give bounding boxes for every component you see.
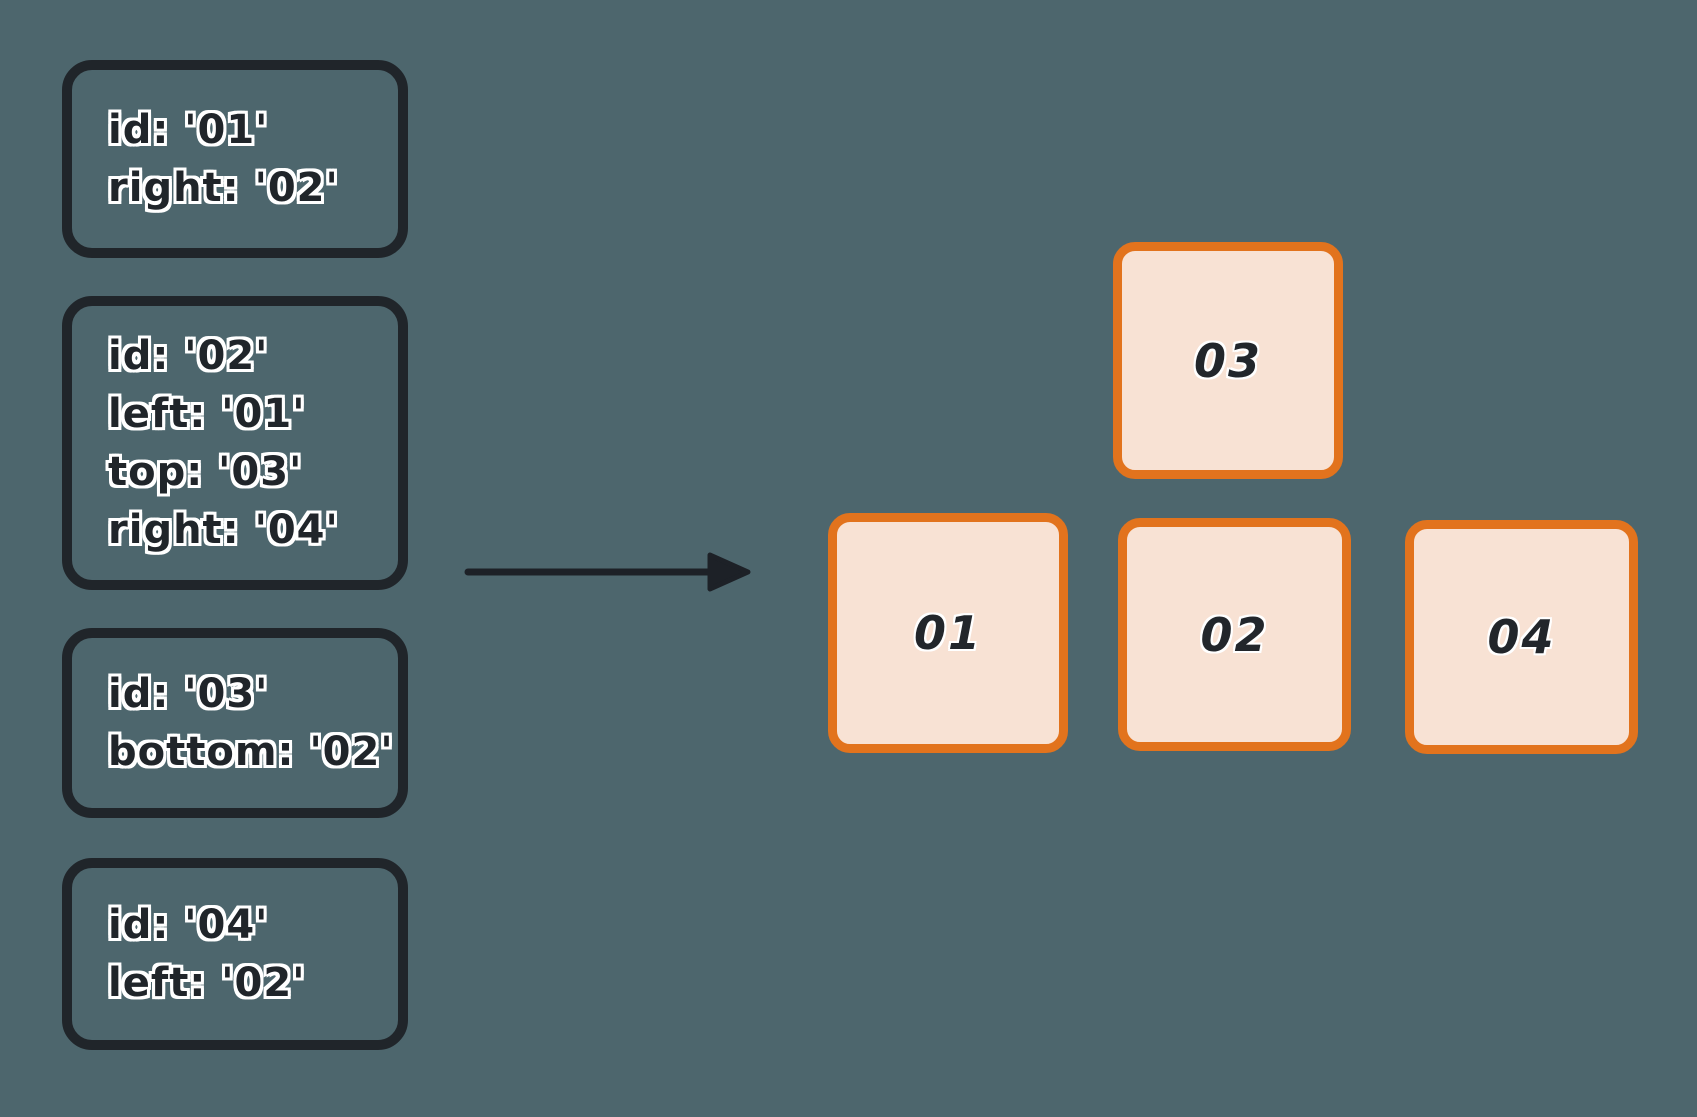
node-02: 02 (1118, 518, 1351, 751)
node-03: 03 (1113, 242, 1343, 479)
node-04-label: 04 (1487, 610, 1556, 664)
def-line-left: left: '01' (108, 391, 306, 437)
def-line-top: top: '03' (108, 449, 303, 495)
node-03-label: 03 (1193, 333, 1262, 388)
definition-card-03: id: '03' bottom: '02' (62, 628, 408, 818)
def-line-right: right: '04' (108, 507, 339, 553)
definition-card-01: id: '01' right: '02' (62, 60, 408, 258)
def-line-id: id: '03' (108, 671, 269, 717)
def-line-id: id: '01' (108, 107, 269, 153)
node-02-label: 02 (1200, 607, 1269, 662)
def-line-left: left: '02' (108, 960, 306, 1006)
node-01-label: 01 (913, 606, 982, 660)
def-line-id: id: '02' (108, 333, 269, 379)
node-04: 04 (1405, 520, 1638, 754)
right-arrow-icon (464, 552, 751, 592)
definition-card-04: id: '04' left: '02' (62, 858, 408, 1050)
def-line-id: id: '04' (108, 902, 269, 948)
def-line-right: right: '02' (108, 165, 339, 211)
definition-card-02: id: '02' left: '01' top: '03' right: '04… (62, 296, 408, 590)
node-01: 01 (828, 513, 1068, 753)
def-line-bottom: bottom: '02' (108, 729, 394, 775)
